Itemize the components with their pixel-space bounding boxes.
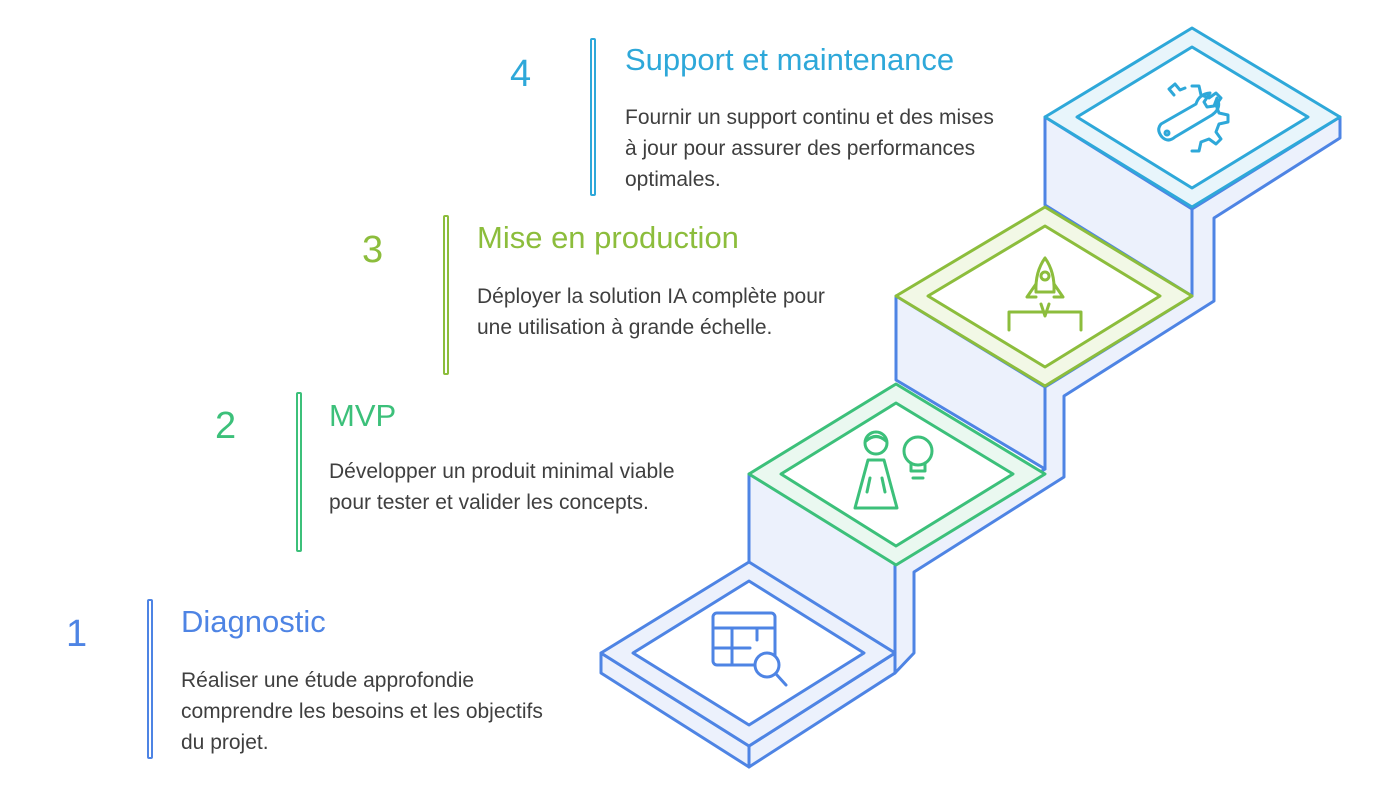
step-2-number: 2: [215, 405, 237, 447]
step-2-description: Développer un produit minimal viable pou…: [329, 460, 675, 514]
step-4-description: Fournir un support continu et des mises …: [625, 106, 994, 191]
step-1-bar: [147, 599, 153, 759]
step-4-title: Support et maintenance: [625, 42, 955, 77]
step-1-number: 1: [66, 613, 88, 655]
step-1-top: [599, 560, 897, 748]
step-3-title: Mise en production: [477, 220, 739, 255]
gear-wrench-icon: [1157, 82, 1230, 153]
step-3-top: [894, 205, 1194, 388]
step-3-description: Déployer la solution IA complète pour un…: [477, 285, 825, 339]
step-3-bar: [443, 215, 449, 375]
step-4-number: 4: [510, 53, 532, 95]
rocket-launch-icon: [1007, 256, 1083, 332]
step-1-title: Diagnostic: [181, 604, 326, 639]
step-4-top: [1043, 26, 1342, 209]
step-1-description: Réaliser une étude approfondie comprendr…: [181, 669, 543, 754]
step-2-bar: [296, 392, 302, 552]
step-2-title: MVP: [329, 398, 397, 433]
step-3-number: 3: [362, 229, 384, 271]
step-4-bar: [590, 38, 596, 196]
step-2-top: [747, 382, 1047, 567]
person-lightbulb-icon: [853, 430, 934, 510]
staircase-walls: [599, 115, 1342, 769]
table-search-icon: [711, 611, 788, 687]
